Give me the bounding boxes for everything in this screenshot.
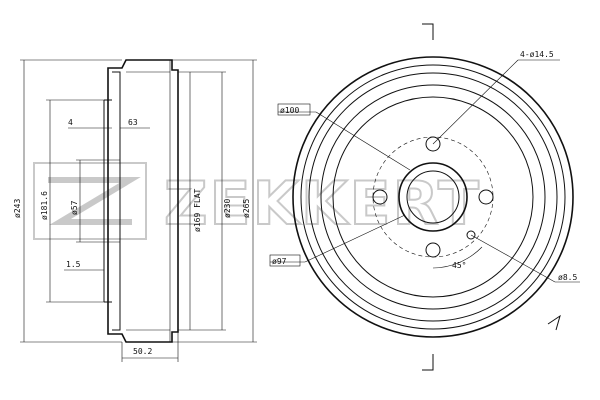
outer-rim-circle	[292, 56, 574, 338]
watermark-logo-z	[48, 177, 141, 225]
bolt-hole-bottom	[425, 242, 441, 258]
zekkert-watermark: ZEKKERT	[33, 162, 480, 240]
bolt-hole-top	[425, 136, 441, 152]
section-mark-bottom	[422, 354, 434, 371]
dim-hub-97: ø97	[272, 257, 287, 266]
dim-181: ø181.6	[40, 191, 49, 220]
hub-outer	[398, 162, 468, 232]
dim-4-holes: 4-ø14.5	[520, 50, 554, 59]
dim-angle-45: 45°	[452, 261, 466, 270]
rim-ring-4	[320, 84, 546, 310]
small-hole	[466, 230, 476, 240]
front-view: 4-ø14.5 ø100 ø97 ø8.5 45°	[269, 23, 580, 371]
dim-small-hole: ø8.5	[558, 273, 577, 282]
rim-ring-3	[308, 72, 558, 322]
view-arrow	[547, 314, 561, 331]
dim-57: ø57	[70, 200, 79, 215]
rim-ring-5	[332, 96, 534, 298]
dim-1-5: 1.5	[66, 260, 81, 269]
bolt-hole-right	[478, 189, 494, 205]
dim-4: 4	[68, 118, 73, 127]
dim-230: ø230	[223, 199, 232, 218]
angle-arc	[432, 246, 483, 269]
side-view: ø243 ø181.6 ø57 ø169 FLAT ø230 ø265 4 63…	[13, 59, 257, 362]
drum-inner-wall	[112, 71, 121, 331]
dim-243: ø243	[13, 199, 22, 218]
drum-lips	[126, 71, 170, 331]
section-mark-top	[422, 23, 434, 40]
flange-edges	[104, 99, 112, 303]
bolt-hole-left	[372, 189, 388, 205]
dim-50-2: 50.2	[133, 347, 152, 356]
rim-ring-2	[300, 64, 566, 330]
center-bore	[406, 170, 460, 224]
hub-bore-edges	[112, 159, 120, 243]
dim-63: 63	[128, 118, 138, 127]
dim-169-flat: ø169 FLAT	[193, 188, 202, 232]
dim-pcd-100: ø100	[280, 106, 299, 115]
dim-265: ø265	[242, 199, 251, 218]
watermark-logo-frame	[33, 162, 147, 240]
